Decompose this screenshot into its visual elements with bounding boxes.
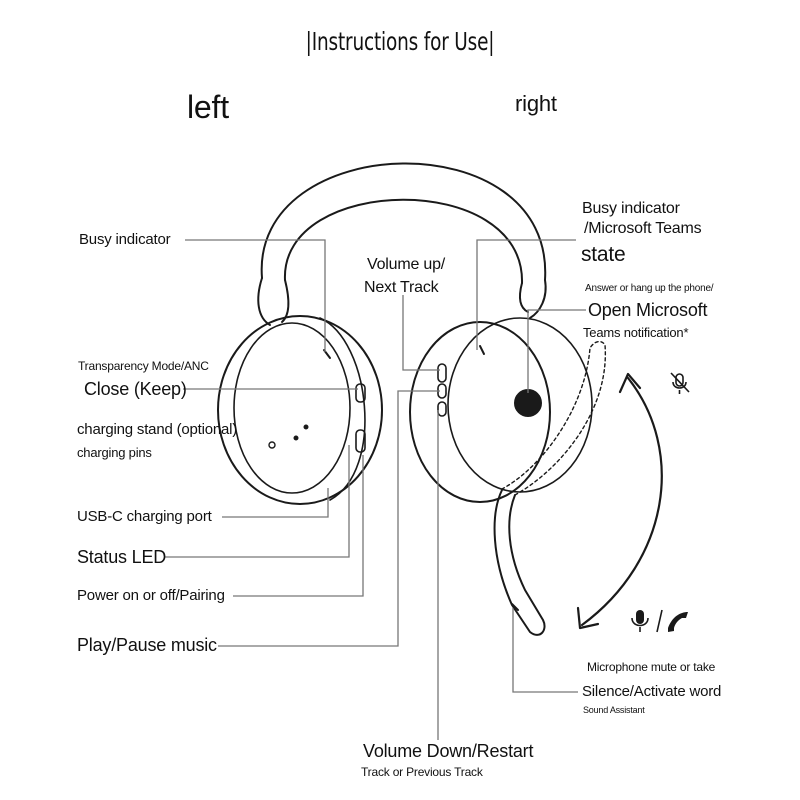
mic-mute-label: Microphone mute or take xyxy=(587,660,716,674)
phone-icon xyxy=(668,612,688,632)
answer-hangup-label: Answer or hang up the phone/ xyxy=(585,283,714,294)
previous-track-label: Track or Previous Track xyxy=(361,765,483,779)
right-ear-cushion xyxy=(409,321,551,503)
left-ear-cup xyxy=(233,322,351,494)
boom-arm xyxy=(493,489,546,636)
headband-inner xyxy=(283,198,524,284)
sound-assistant-label: Sound Assistant xyxy=(583,705,645,715)
right-busy-indicator-label: Busy indicator xyxy=(582,200,680,217)
mic-icon xyxy=(631,610,649,632)
play-pause-label: Play/Pause music xyxy=(77,635,217,655)
left-ear-cushion xyxy=(217,315,383,505)
open-teams-label: Open Microsoft xyxy=(588,300,708,320)
volume-up-label: Volume up/ xyxy=(367,256,446,273)
left-busy-indicator-label: Busy indicator xyxy=(79,231,171,248)
headband xyxy=(260,162,547,281)
left-side-label: left xyxy=(187,89,229,125)
power-pairing-label: Power on or off/Pairing xyxy=(77,587,225,604)
status-led-label: Status LED xyxy=(77,547,167,567)
transparency-mode-label: Transparency Mode/ANC xyxy=(78,359,209,373)
charging-pins-label: charging pins xyxy=(77,445,152,460)
next-track-label: Next Track xyxy=(364,279,439,296)
usb-c-port-label: USB-C charging port xyxy=(77,508,212,525)
state-label: state xyxy=(581,243,626,266)
activate-word-label: Silence/Activate word xyxy=(582,683,722,700)
right-side-label: right xyxy=(515,91,557,116)
page-title: |Instructions for Use| xyxy=(305,27,495,56)
teams-notification-label: Teams notification* xyxy=(583,325,689,340)
mic-muted-icon xyxy=(670,372,690,394)
teams-logo-icon xyxy=(514,389,542,417)
close-keep-label: Close (Keep) xyxy=(84,379,187,399)
charging-stand-label: charging stand (optional) xyxy=(77,421,238,438)
teams-state-label: /Microsoft Teams xyxy=(584,220,702,237)
volume-down-label: Volume Down/Restart xyxy=(363,741,534,761)
